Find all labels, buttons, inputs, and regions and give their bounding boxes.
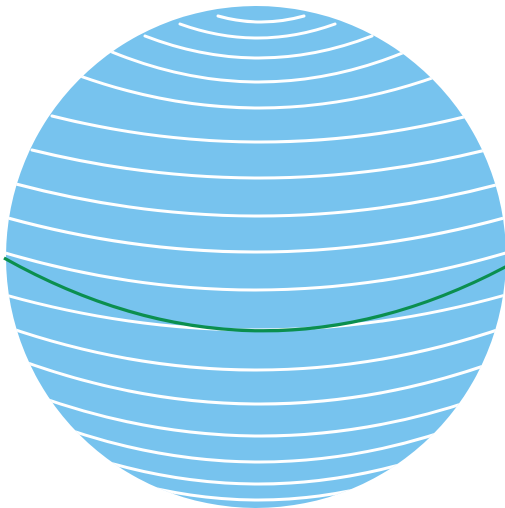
globe-diagram (0, 0, 505, 508)
